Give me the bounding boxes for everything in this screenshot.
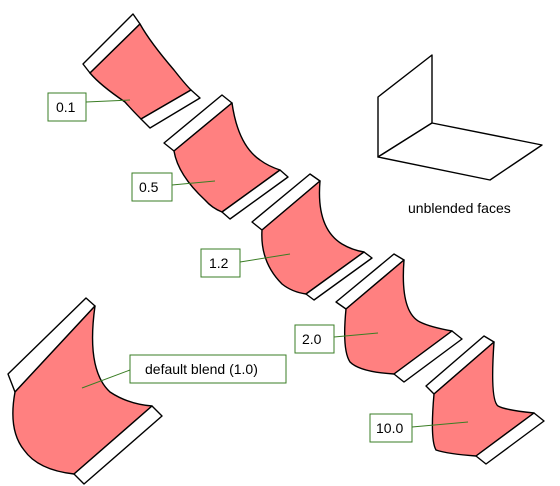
blend-0-1-bottom-plate [140,89,201,129]
callout-default: default blend (1.0) [81,354,287,389]
blend-1-2-bottom-plate [305,251,373,301]
blend-10-0-bottom-plate [475,412,545,465]
blend-default-face [12,305,153,475]
callout-0-5: 0.5 [131,172,216,202]
callout-0-5-label: 0.5 [139,179,159,195]
callout-0-5-leader [171,180,216,186]
callout-10-0-box [369,413,413,443]
callout-0-5-box [131,172,173,202]
callout-0-1-leader [85,99,131,103]
blend-shape-1-2 [251,173,373,301]
callout-2-0-label: 2.0 [302,331,322,347]
callout-default-leader [81,369,131,389]
callout-2-0-box [294,324,335,354]
callout-10-0-leader [411,421,469,428]
blend-2-0-bottom-plate [393,330,463,383]
blend-0-5-face [173,102,281,213]
callout-1-2-leader [239,253,291,263]
callout-10-0: 10.0 [369,413,469,443]
blend-shape-0-5 [163,94,289,220]
callout-0-1-label: 0.1 [56,99,76,115]
blend-1-2-face [261,180,365,295]
blend-shape-10-0 [425,335,545,465]
callout-1-2: 1.2 [200,248,291,278]
callout-1-2-label: 1.2 [209,255,229,271]
callout-0-1: 0.1 [47,92,131,122]
callout-10-0-label: 10.0 [376,420,403,436]
callout-2-0-leader [333,332,379,338]
blend-default-bottom-plate [73,405,163,485]
unblended-horizontal-face [377,122,543,181]
blend-shape-default [7,297,163,485]
blend-0-5-bottom-plate [221,169,289,220]
callout-0-1-box [47,92,87,122]
unblended-faces-shape [377,54,543,181]
blend-shape-2-0 [335,253,463,383]
callout-default-box [129,354,287,384]
blend-shape-0-1 [82,13,201,129]
callout-2-0: 2.0 [294,324,379,354]
unblended-caption: unblended faces [408,200,511,216]
callout-default-label: default blend (1.0) [145,361,258,377]
callout-1-2-box [200,248,241,278]
